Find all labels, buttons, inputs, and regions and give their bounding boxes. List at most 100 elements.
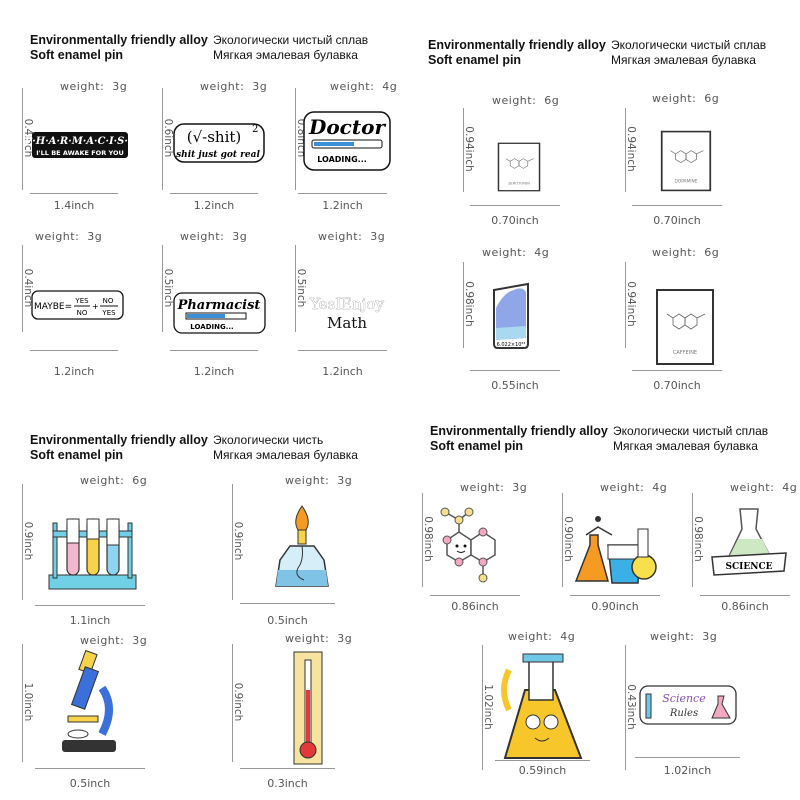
width-dimension-line [35, 768, 145, 769]
width-label: 0.55inch [491, 379, 539, 392]
pin-text: NO [103, 297, 114, 305]
height-label: 0.94inch [463, 126, 475, 172]
width-label: 0.70inch [653, 379, 701, 392]
pin-text: YES [74, 297, 89, 305]
weight-label: weight: 4g [508, 630, 576, 643]
flasks-illustration [574, 516, 657, 584]
flask-character-pin-image [495, 650, 587, 765]
weight-label: weight: 3g [460, 481, 528, 494]
pin-text: YES [101, 309, 116, 317]
width-dimension-line [570, 595, 660, 596]
pin-text: (√-shit) [187, 128, 242, 146]
width-dimension-line [170, 193, 258, 194]
test-tubes-pin-image [45, 505, 140, 595]
width-dimension-line [35, 605, 145, 606]
science-flask-illustration: SCIENCE [711, 508, 787, 576]
width-dimension-line [470, 370, 560, 371]
card-pin-image: DOPAMINE [660, 130, 712, 192]
pin-text: Pharmacist [177, 298, 261, 313]
header-ru-line1: Экологически чисть [213, 433, 324, 447]
pin-text: LOADING... [317, 155, 367, 164]
flask-character-illustration [501, 653, 583, 759]
height-dimension-line [232, 644, 233, 762]
header-ru-line1: Экологически чистый сплав [213, 33, 369, 47]
card-pin-image: CAFFEINE [655, 288, 715, 366]
pharmacist-friends-illustration: P·H·A·R·M·A·C·I·S·TI'LL BE AWAKE FOR YOU [24, 132, 137, 158]
card-illustration: SEROTONIN [497, 142, 541, 192]
science-flask-pin-image: SCIENCE [706, 505, 791, 587]
width-label: 1.4inch [53, 199, 95, 212]
weight-label: weight: 6g [492, 94, 560, 107]
pin-text: YesIEnjoy [309, 295, 384, 313]
height-label: 1.0inch [22, 682, 34, 722]
height-label: 0.94inch [625, 281, 637, 327]
header-ru-line2: Мягкая эмалевая булавка [213, 448, 358, 462]
microscope-illustration [62, 649, 116, 752]
pin-text: Doctor [308, 115, 386, 139]
width-dimension-line [495, 760, 590, 761]
width-label: 1.2inch [322, 365, 363, 378]
height-dimension-line [562, 493, 563, 587]
weight-label: weight: 3g [60, 80, 128, 93]
weight-label: weight: 3g [285, 474, 353, 487]
height-dimension-line [625, 262, 626, 348]
height-dimension-line [22, 245, 23, 332]
header-ru-line1: Экологически чистый сплав [611, 38, 767, 52]
width-label: 0.3inch [267, 777, 308, 790]
width-dimension-line [298, 350, 387, 351]
height-label: 0.9inch [22, 521, 34, 561]
pin-text: SCIENCE [726, 562, 773, 572]
width-label: 0.90inch [591, 600, 639, 613]
header-en-line1: Environmentally friendly alloy [430, 424, 608, 438]
width-label: 1.02inch [663, 764, 712, 777]
pin-text: 2 [252, 124, 258, 135]
header-en-line1: Environmentally friendly alloy [428, 38, 606, 52]
height-label: 1.02inch [482, 683, 494, 730]
molecule-pin-image [433, 500, 518, 585]
microscope-pin-image [58, 648, 120, 760]
weight-label: weight: 4g [330, 80, 398, 93]
avogadro-pin-image: 6.022×10²³ [488, 278, 534, 353]
weight-label: weight: 3g [318, 230, 386, 243]
pin-text: DOPAMINE [675, 179, 698, 184]
height-label: 0.43inch [625, 683, 637, 730]
width-label: 0.5inch [69, 777, 111, 790]
burner-illustration [275, 505, 329, 587]
weight-label: weight: 3g [35, 230, 103, 243]
pin-text: P·H·A·R·M·A·C·I·S·T [24, 136, 137, 147]
header-en-line2: Soft enamel pin [430, 439, 524, 453]
header-en-line1: Environmentally friendly alloy [30, 33, 208, 47]
avogadro-illustration: 6.022×10²³ [493, 282, 529, 349]
thermometer-illustration [293, 651, 323, 765]
height-dimension-line [625, 108, 626, 192]
height-dimension-line [482, 645, 483, 770]
weight-label: weight: 3g [285, 632, 353, 645]
width-dimension-line [240, 603, 335, 604]
width-label: 1.2inch [53, 365, 95, 378]
pin-text: SEROTONIN [508, 182, 530, 186]
width-dimension-line [635, 757, 740, 758]
pin-text: CAFFEINE [673, 350, 697, 356]
header-en-line2: Soft enamel pin [30, 448, 124, 462]
width-dimension-line [632, 205, 722, 206]
weight-label: weight: 4g [482, 246, 550, 259]
weight-label: weight: 3g [650, 630, 718, 643]
pin-text: Science [662, 692, 706, 705]
width-label: 1.2inch [322, 199, 363, 212]
height-dimension-line [463, 262, 464, 348]
width-dimension-line [632, 370, 722, 371]
height-dimension-line [22, 644, 23, 762]
width-label: 0.70inch [653, 214, 701, 227]
header-ru-line2: Мягкая эмалевая булавка [213, 48, 358, 62]
weight-label: weight: 3g [80, 634, 148, 647]
card-illustration: CAFFEINE [656, 289, 714, 365]
doctor-illustration: DoctorLOADING... [303, 111, 391, 171]
burner-pin-image [270, 500, 335, 595]
width-label: 0.86inch [451, 600, 499, 613]
